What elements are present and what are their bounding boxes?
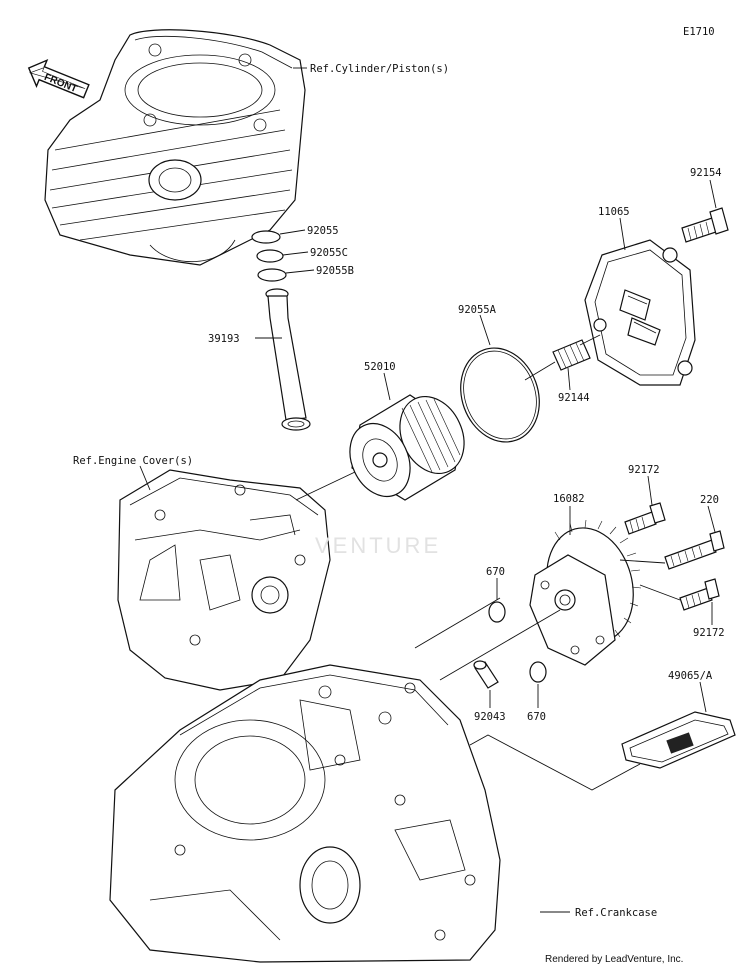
part-92144-label: 92144 — [558, 392, 590, 404]
o-ring-92055a — [460, 347, 540, 443]
o-ring-670-left — [488, 601, 506, 623]
o-ring-92055 — [251, 230, 281, 244]
part-670-bottom-label: 670 — [527, 711, 546, 723]
bolt-92172-right — [679, 578, 720, 611]
footer-credit: Rendered by LeadVenture, Inc. — [545, 954, 683, 965]
watermark: VENTURE — [315, 533, 441, 558]
engine-cover-illustration — [117, 469, 331, 691]
part-92055-label: 92055 — [307, 225, 339, 237]
part-92055c-label: 92055C — [310, 247, 348, 259]
bolt-92172-top — [624, 502, 666, 535]
oil-pipe-39193 — [265, 288, 311, 431]
part-92172-right-label: 92172 — [693, 627, 725, 639]
o-ring-92055b — [257, 268, 287, 282]
o-ring-670-bottom — [529, 661, 547, 683]
part-92055a-label: 92055A — [458, 304, 497, 316]
oil-filter-52010 — [349, 394, 465, 501]
crankcase-illustration — [109, 664, 501, 963]
front-arrow-icon: FRONT — [27, 58, 90, 99]
ref-engine-cover-label: Ref.Engine Cover(s) — [73, 455, 193, 467]
cylinder-illustration — [44, 29, 306, 266]
spring-92144 — [552, 339, 591, 371]
part-11065-label: 11065 — [598, 206, 630, 218]
ref-cylinder-label: Ref.Cylinder/Piston(s) — [310, 63, 449, 75]
bolt-220 — [664, 530, 725, 570]
part-16082-label: 16082 — [553, 493, 585, 505]
o-ring-92055c — [256, 249, 284, 263]
part-92172-top-label: 92172 — [628, 464, 660, 476]
bolt-92154 — [681, 207, 729, 243]
gasket-49065a — [621, 711, 736, 769]
part-220-label: 220 — [700, 494, 719, 506]
ref-crankcase-label: Ref.Crankcase — [575, 907, 657, 919]
filter-cover-11065 — [584, 239, 696, 386]
part-39193-label: 39193 — [208, 333, 240, 345]
part-92154-label: 92154 — [690, 167, 722, 179]
part-52010-label: 52010 — [364, 361, 396, 373]
dowel-pin-92043 — [473, 660, 499, 689]
part-49065a-label: 49065/A — [668, 670, 713, 682]
diagram-code: E1710 — [683, 26, 715, 38]
part-670-left-label: 670 — [486, 566, 505, 578]
oil-pump-16082 — [529, 519, 642, 666]
part-92043-label: 92043 — [474, 711, 506, 723]
part-92055b-label: 92055B — [316, 265, 354, 277]
